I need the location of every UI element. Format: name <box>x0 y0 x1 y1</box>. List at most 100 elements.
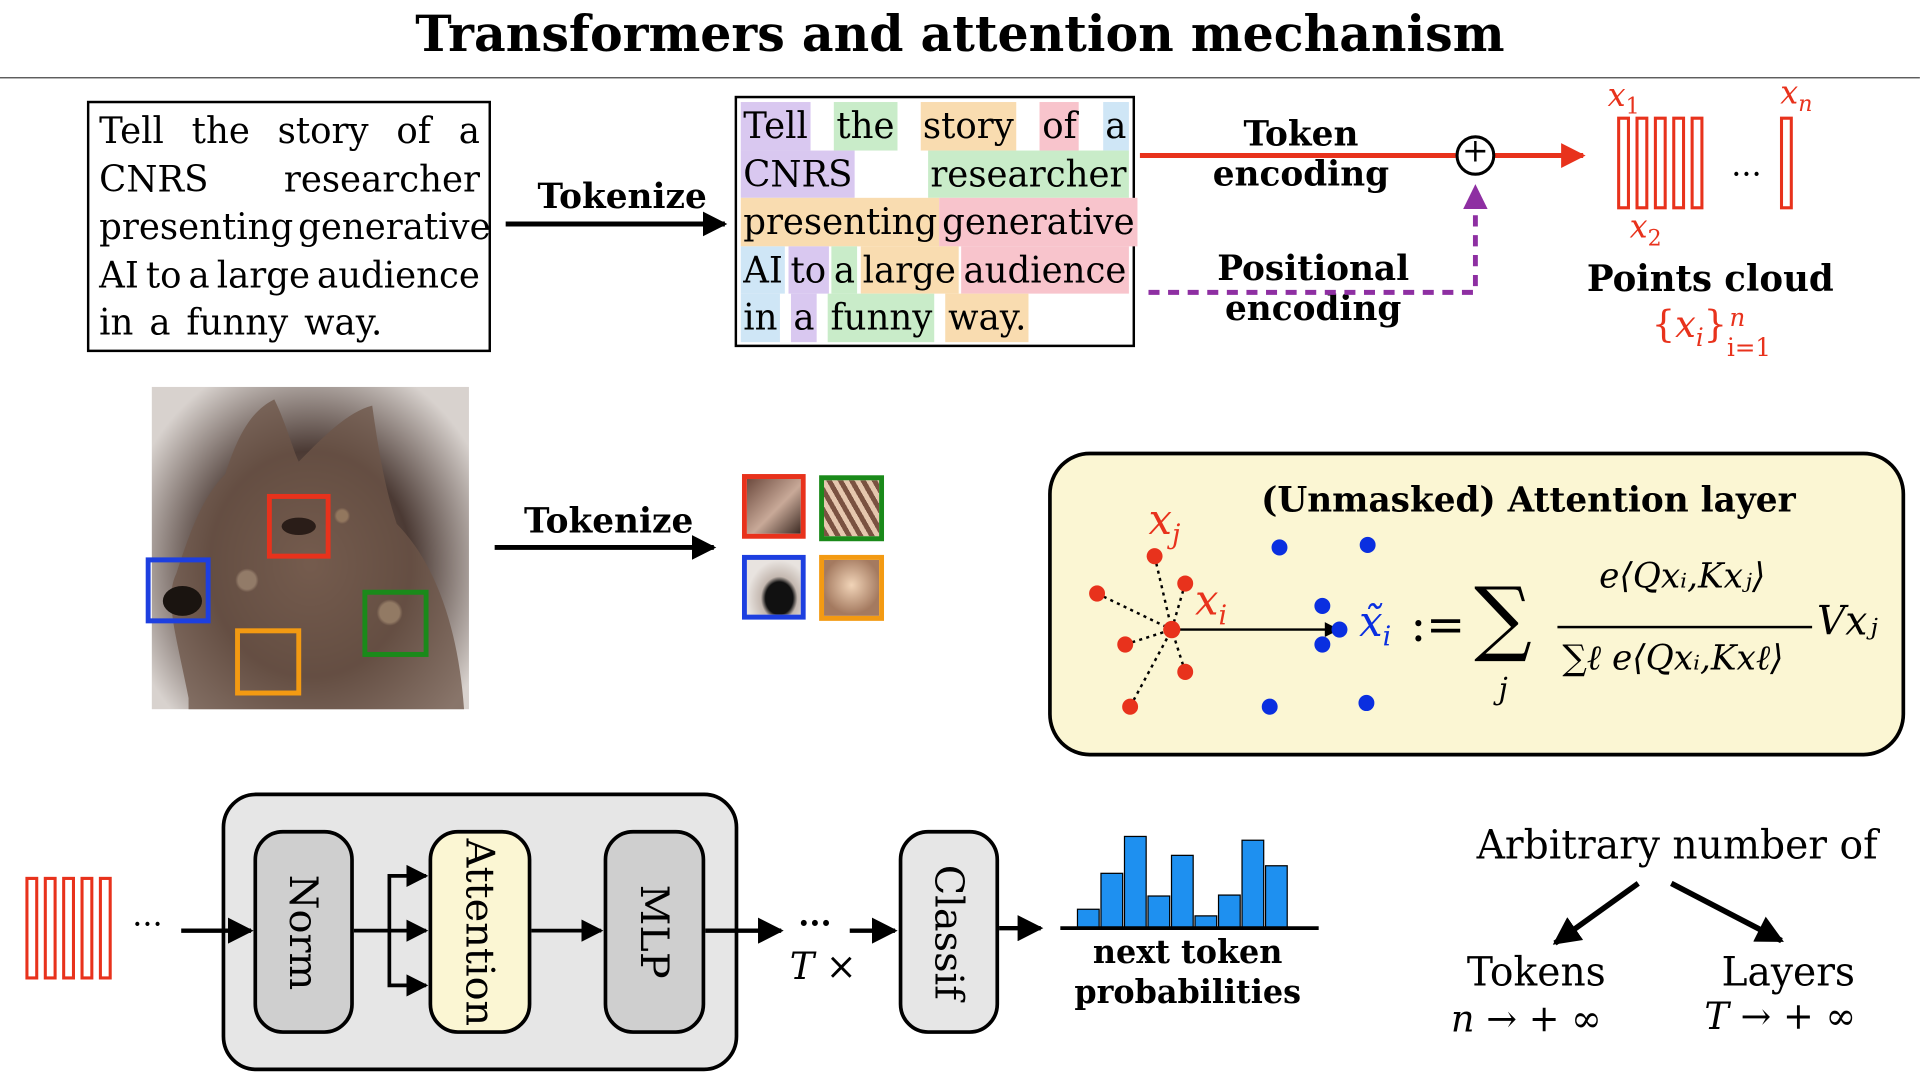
text-token: funny <box>828 293 935 342</box>
sum-symbol: ∑ <box>1474 569 1532 666</box>
plus-sign: + <box>1462 133 1489 171</box>
blue-point <box>1358 694 1375 712</box>
text-word: a <box>188 253 210 296</box>
text-word: to <box>145 253 182 296</box>
text-token: CNRS <box>740 149 855 198</box>
text-token: presenting <box>740 197 940 246</box>
pipeline-arrows <box>181 864 1044 997</box>
norm-block: Norm <box>253 829 354 1034</box>
histogram-bar <box>1123 835 1147 929</box>
points-ellipsis: ... <box>1731 146 1762 185</box>
x1-label: x1 <box>1607 77 1640 120</box>
next-token-label: next token probabilities <box>1074 934 1302 1012</box>
layers-label: Layers <box>1721 948 1856 996</box>
output-point <box>1331 621 1348 638</box>
red-point <box>1122 698 1139 715</box>
text-word: AI <box>99 253 139 296</box>
attention-layer-title: (Unmasked) Attention layer <box>1261 479 1796 521</box>
points-cloud-vectors <box>1617 116 1793 210</box>
blue-point <box>1314 636 1331 653</box>
mlp-label: MLP <box>631 884 678 979</box>
points-cloud-label: Points cloud <box>1586 257 1834 300</box>
title-divider <box>0 77 1920 79</box>
attention-points <box>1089 536 1376 715</box>
input-vector <box>25 876 39 980</box>
text-word: presenting <box>99 205 294 248</box>
text-word: a <box>458 109 480 152</box>
classif-label: Classif <box>925 864 973 1000</box>
sum-index: j <box>1498 671 1508 707</box>
histogram-bar <box>1241 839 1265 929</box>
text-token: researcher <box>927 149 1129 198</box>
text-word: story <box>277 109 369 152</box>
token-vector <box>1617 116 1630 210</box>
patch-box-green <box>362 589 429 657</box>
blue-point <box>1314 597 1331 615</box>
xj-label: xj <box>1148 495 1181 551</box>
text-token: story <box>920 102 1017 150</box>
assign-symbol: := <box>1410 597 1466 652</box>
histogram-bar <box>1217 894 1241 929</box>
token-vector <box>1635 116 1649 210</box>
tokenize-image-arrow <box>494 535 717 560</box>
red-point <box>1089 585 1106 602</box>
tokenize-image-label: Tokenize <box>524 500 694 542</box>
red-point <box>1117 636 1134 653</box>
scaling-arrows <box>1552 880 1784 946</box>
text-token: large <box>860 245 959 294</box>
text-word: in <box>99 301 134 344</box>
token-vector <box>1672 116 1686 210</box>
tokens-label: Tokens <box>1466 948 1606 996</box>
red-point <box>1177 663 1194 680</box>
text-word: the <box>191 109 250 152</box>
blue-point <box>1261 698 1278 715</box>
encoding-arrows <box>1139 135 1586 295</box>
text-word: CNRS <box>99 157 209 200</box>
attention-denominator: ∑ℓ e⟨Qxᵢ,Kxℓ⟩ <box>1562 637 1784 679</box>
tilde-xi-label: x̃i <box>1359 597 1392 653</box>
text-word: large <box>216 253 311 296</box>
tokenize-text-arrow <box>505 211 728 237</box>
text-token: generative <box>939 197 1138 246</box>
next-token-histogram <box>1060 835 1319 931</box>
layers-limit: T → + ∞ <box>1704 995 1857 1039</box>
text-token: a <box>1102 102 1129 150</box>
text-token: way. <box>945 293 1029 342</box>
histogram-bar <box>1170 854 1194 929</box>
attention-edge <box>1124 628 1173 646</box>
patch-token-red <box>741 474 806 539</box>
pipeline-leading-ellipsis: ... <box>132 897 163 935</box>
text-token: audience <box>961 245 1129 294</box>
histogram-bar <box>1147 895 1171 929</box>
histogram-bar <box>1076 908 1100 929</box>
blue-point <box>1359 536 1376 554</box>
input-text-line: CNRS researcher <box>97 155 483 203</box>
text-word: researcher <box>283 157 480 200</box>
input-vector <box>80 876 94 980</box>
input-vector <box>98 876 112 980</box>
histogram-bar <box>1264 865 1288 929</box>
xi-label: xi <box>1195 576 1228 632</box>
tokens-limit: n → + ∞ <box>1450 997 1602 1042</box>
red-point <box>1177 575 1194 592</box>
fraction-bar <box>1557 625 1813 629</box>
input-token-vectors <box>25 876 112 980</box>
text-token: to <box>788 245 829 294</box>
text-token: of <box>1039 102 1080 150</box>
text-token: in <box>740 293 780 342</box>
text-word: of <box>396 109 431 152</box>
attention-edge <box>1096 592 1173 631</box>
mlp-block: MLP <box>603 829 706 1034</box>
norm-label: Norm <box>280 874 327 990</box>
scaling-header: Arbitrary number of <box>1476 821 1878 869</box>
attention-block: Attention <box>428 829 532 1034</box>
attention-tail: Vxⱼ <box>1817 597 1878 645</box>
